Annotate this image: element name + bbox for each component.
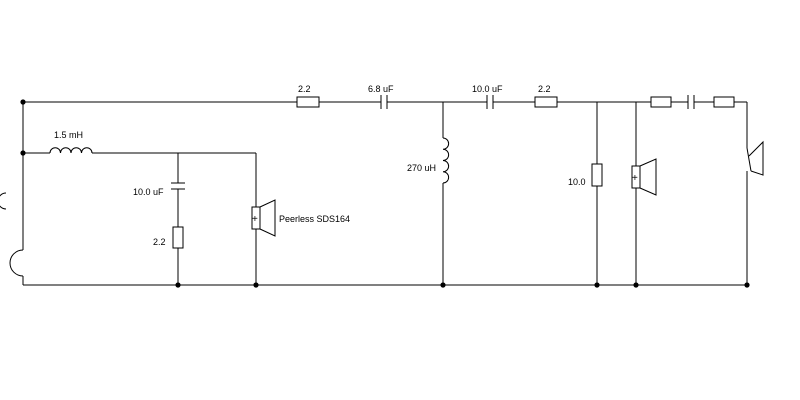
resistor-r4-label: 10.0 [568, 177, 586, 187]
resistor-r3-body [534, 96, 558, 108]
resistor-r2-label: 2.2 [153, 237, 166, 247]
speaker-sp1-cone [259, 199, 276, 237]
speaker-sp2-cone [639, 158, 657, 196]
capacitor-c2: 6.8 uF [368, 84, 394, 109]
capacitor-c4 [687, 95, 695, 109]
resistor-r4: 10.0 [568, 163, 603, 187]
inductor-l2-label: 270 uH [407, 163, 436, 173]
inductor-l1: 1.5 mH [49, 130, 93, 154]
junction-dot [633, 282, 639, 288]
resistor-r3: 2.2 [534, 84, 558, 108]
inductor-l2: 270 uH [407, 137, 450, 184]
speaker-sp1-polarity: + [252, 214, 258, 225]
capacitor-c3-label: 10.0 uF [472, 84, 503, 94]
input-terminal [0, 192, 24, 277]
junction-dot [594, 282, 600, 288]
resistor-r6 [713, 96, 735, 108]
speaker-sp3 [746, 140, 764, 176]
capacitor-c3: 10.0 uF [472, 84, 503, 109]
inductor-l2-coil [442, 137, 450, 184]
junction-dot [440, 282, 446, 288]
resistor-r2: 2.2 [153, 226, 184, 249]
junction-dot [175, 282, 181, 288]
speaker-sp2-polarity: + [632, 173, 638, 184]
speaker-sp2: + [631, 158, 657, 196]
resistor-r3-label: 2.2 [538, 84, 551, 94]
speaker-sp1: + Peerless SDS164 [251, 199, 350, 237]
junction-dot [253, 282, 259, 288]
resistor-r5-body [650, 96, 672, 108]
wires [22, 101, 748, 286]
junction-dot [20, 150, 26, 156]
inductor-l1-coil [49, 147, 93, 154]
resistor-r5 [650, 96, 672, 108]
junctions [20, 99, 750, 288]
inductor-l1-label: 1.5 mH [54, 130, 83, 140]
capacitor-c1: 10.0 uF [133, 182, 185, 197]
resistor-r6-body [713, 96, 735, 108]
input-terminal-arc [9, 249, 24, 277]
capacitor-c1-label: 10.0 uF [133, 187, 164, 197]
speaker-sp1-label: Peerless SDS164 [279, 214, 350, 224]
speaker-sp3-cone [748, 140, 764, 176]
speaker-sp1-magnet [251, 206, 261, 230]
resistor-r1-body [296, 96, 320, 108]
resistor-r2-body [172, 226, 184, 249]
junction-dot [744, 282, 750, 288]
capacitor-c2-label: 6.8 uF [368, 84, 394, 94]
input-terminal-mark [0, 192, 7, 210]
resistor-r1: 2.2 [296, 84, 320, 108]
resistor-r4-body [591, 163, 603, 187]
speaker-sp2-magnet [631, 165, 641, 189]
junction-dot [20, 99, 26, 105]
resistor-r1-label: 2.2 [298, 84, 311, 94]
speaker-sp3-magnet [746, 147, 752, 172]
